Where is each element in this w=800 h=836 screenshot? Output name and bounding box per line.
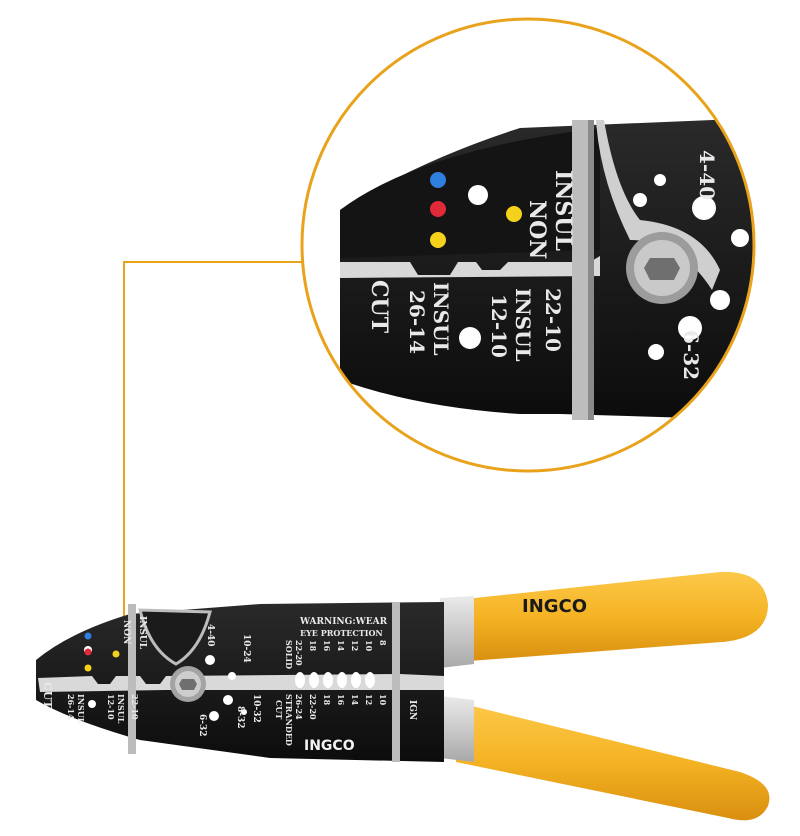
tool-label-solid: SOLID bbox=[284, 640, 294, 669]
stranded-gauge-label-2: 18 bbox=[322, 694, 332, 706]
zoom-label-6-32: 6-32 bbox=[679, 330, 703, 380]
tool-label-8-32: 8-32 bbox=[235, 706, 245, 729]
blue-dot bbox=[430, 172, 446, 188]
tool-label-non: NON bbox=[121, 620, 131, 644]
handle-brand-logo: INGCO bbox=[522, 596, 587, 617]
solid-gauge-label-0: 22-20 bbox=[294, 640, 304, 666]
callout-line bbox=[123, 261, 310, 676]
tool-label-10-24: 10-24 bbox=[241, 634, 251, 663]
tool-label-10-32: 10-32 bbox=[251, 694, 261, 723]
tool-label-4-40: 4-40 bbox=[205, 624, 215, 647]
zoom-label-26-14: 26-14 bbox=[405, 290, 429, 354]
zoom-label-insul: INSUL bbox=[550, 170, 576, 251]
zoom-label-22-10: 22-10 bbox=[541, 288, 565, 352]
upper-grip-cap bbox=[440, 596, 474, 668]
tool-label-warning-2: EYE PROTECTION bbox=[300, 628, 383, 638]
zoom-label-insul-2: INSUL bbox=[429, 282, 453, 356]
zoom-view: NON INSUL 4-40 CUT 26-14 INSUL 12-10 INS… bbox=[300, 17, 756, 473]
stranded-gauge-label-3: 16 bbox=[336, 694, 346, 706]
red-dot bbox=[430, 201, 446, 217]
solid-gauge-label-4: 12 bbox=[350, 640, 360, 651]
tool-label-6-32: 6-32 bbox=[197, 714, 207, 737]
stranded-gauge-label-5: 12 bbox=[364, 694, 374, 705]
stranded-gauge-labels: 26-24 22-20 18 16 14 12 10 bbox=[294, 694, 388, 720]
zoom-label-non: NON bbox=[524, 200, 550, 259]
yellow-dot-right bbox=[506, 206, 522, 222]
tool-label-insul: INSUL bbox=[76, 694, 86, 724]
zoom-label-insul-3: INSUL bbox=[511, 288, 535, 362]
tool-label-26-14: 26-14 bbox=[66, 694, 76, 720]
zoom-label-cut: CUT bbox=[366, 280, 392, 334]
tool-label-cut-2: CUT bbox=[274, 700, 284, 719]
solid-gauge-label-2: 16 bbox=[322, 640, 332, 652]
wire-stripper-tool: CUT 26-14 INSUL 12-10 INSUL 22-10 NON IN… bbox=[36, 571, 770, 821]
solid-gauge-label-6: 8 bbox=[378, 640, 388, 646]
yellow-dot bbox=[430, 232, 446, 248]
tool-label-warning-1: WARNING:WEAR bbox=[299, 617, 388, 627]
zoom-label-12-10: 12-10 bbox=[487, 294, 511, 358]
stranded-gauge-label-0: 26-24 bbox=[294, 694, 304, 720]
solid-gauge-label-1: 18 bbox=[308, 640, 318, 652]
tool-label-ign: IGN bbox=[407, 700, 417, 720]
blade-brand-logo: INGCO bbox=[304, 738, 355, 754]
lower-handle bbox=[456, 702, 770, 821]
solid-gauge-labels: 22-20 18 16 14 12 10 8 bbox=[294, 640, 388, 666]
zoom-label-4-40: 4-40 bbox=[695, 150, 719, 200]
solid-gauge-label-5: 10 bbox=[364, 640, 374, 652]
tool-label-cut: CUT bbox=[41, 682, 54, 709]
upper-handle bbox=[456, 571, 768, 662]
tool-label-22-10: 22-10 bbox=[130, 694, 140, 720]
tool-label-insul-2: INSUL bbox=[116, 694, 126, 724]
tool-label-12-10: 12-10 bbox=[106, 694, 116, 720]
stranded-gauge-label-6: 10 bbox=[378, 694, 388, 706]
lower-grip-cap bbox=[440, 696, 474, 762]
tool-label-insul-3: INSUL bbox=[137, 616, 147, 650]
stranded-gauge-label-1: 22-20 bbox=[308, 694, 318, 720]
stranded-gauge-label-4: 14 bbox=[350, 694, 360, 706]
solid-gauge-label-3: 14 bbox=[336, 640, 346, 652]
tool-label-stranded: STRANDED bbox=[284, 694, 294, 746]
